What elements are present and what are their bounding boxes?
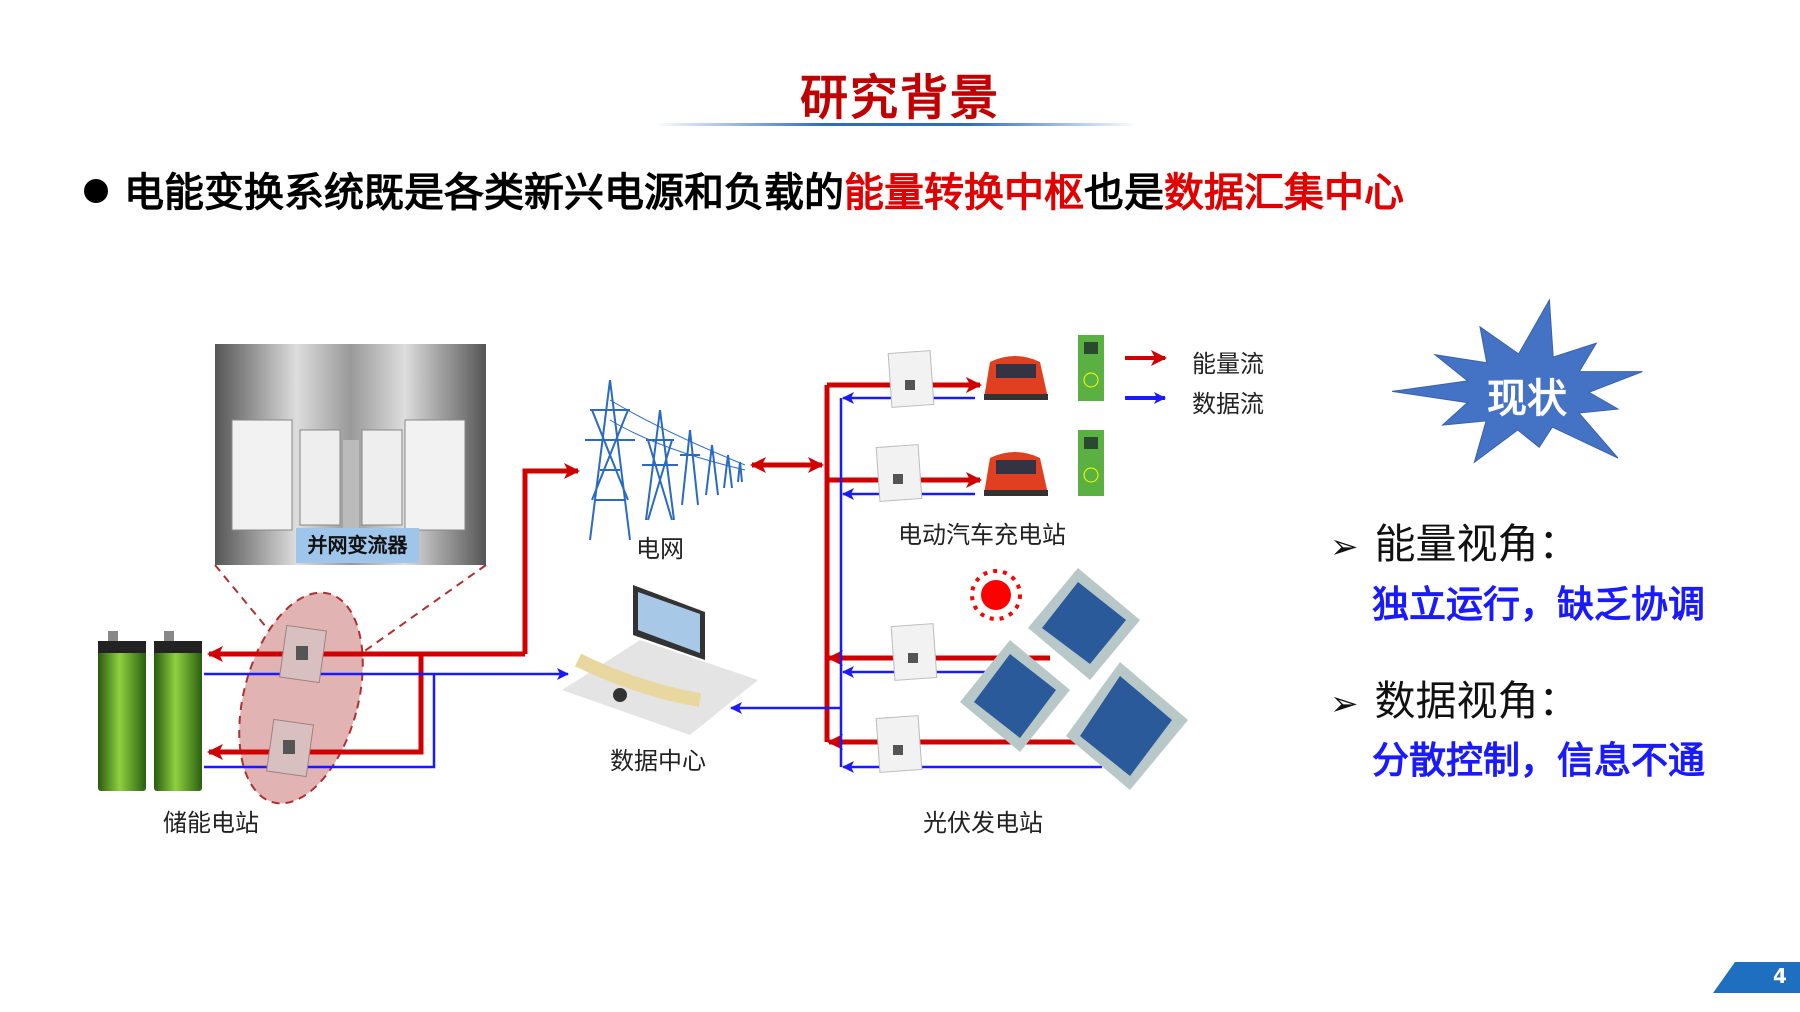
arrow-bullet-icon: ➢: [1330, 527, 1359, 567]
bullet-dot-icon: [84, 179, 108, 203]
data-perspective-detail: 分散控制，信息不通: [1372, 739, 1705, 782]
energy-perspective-detail: 独立运行，缺乏协调: [1372, 583, 1705, 626]
solar-panel-icon: [960, 568, 1188, 790]
inverter-icon: [875, 350, 938, 773]
title-underline: [654, 123, 1138, 126]
data-perspective-heading: ➢ 数据视角：: [1330, 667, 1580, 727]
inverter-highlight-ellipse: [238, 591, 364, 805]
page-number-badge: [1713, 962, 1800, 993]
datacenter-label: 数据中心: [610, 747, 706, 775]
status-badge-text: 现状: [1487, 376, 1567, 422]
bullet-highlight-energy: 能量转换中枢: [844, 170, 1084, 216]
heading-text: 数据视角：: [1374, 677, 1580, 725]
inverter-icon: [266, 624, 327, 778]
battery-icon: [98, 631, 202, 791]
zoom-callout-line: [351, 564, 487, 661]
power-grid-towers-icon: [585, 379, 746, 541]
bullet-statement: 电能变换系统既是各类新兴电源和负载的能量转换中枢也是数据汇集中心: [84, 160, 1404, 218]
inverter-screens: [893, 380, 918, 755]
legend-data-label: 数据流: [1192, 390, 1264, 418]
storage-label: 储能电站: [163, 809, 259, 837]
electric-car-icon: [984, 356, 1048, 496]
grid-label: 电网: [636, 535, 684, 563]
data-center-icon: [562, 585, 758, 735]
pv-station-label: 光伏发电站: [923, 809, 1043, 837]
status-starburst-shape: [1391, 298, 1643, 464]
bullet-text: 电能变换系统既是各类新兴电源和负载的: [124, 170, 844, 216]
bullet-highlight-data: 数据汇集中心: [1164, 170, 1404, 216]
page-number: 4: [1773, 964, 1787, 988]
ev-station-label: 电动汽车充电站: [898, 521, 1066, 549]
bullet-text-mid: 也是: [1084, 170, 1164, 216]
charging-station-icon: [1078, 335, 1104, 496]
slide-title: 研究背景: [799, 70, 1000, 126]
legend-energy-label: 能量流: [1192, 350, 1264, 378]
photo-label-inverter: 并网变流器: [296, 528, 419, 563]
sun-icon: [970, 569, 1022, 621]
arrow-bullet-icon: ➢: [1330, 684, 1359, 724]
energy-perspective-heading: ➢ 能量视角：: [1330, 510, 1580, 570]
heading-text: 能量视角：: [1374, 520, 1580, 568]
